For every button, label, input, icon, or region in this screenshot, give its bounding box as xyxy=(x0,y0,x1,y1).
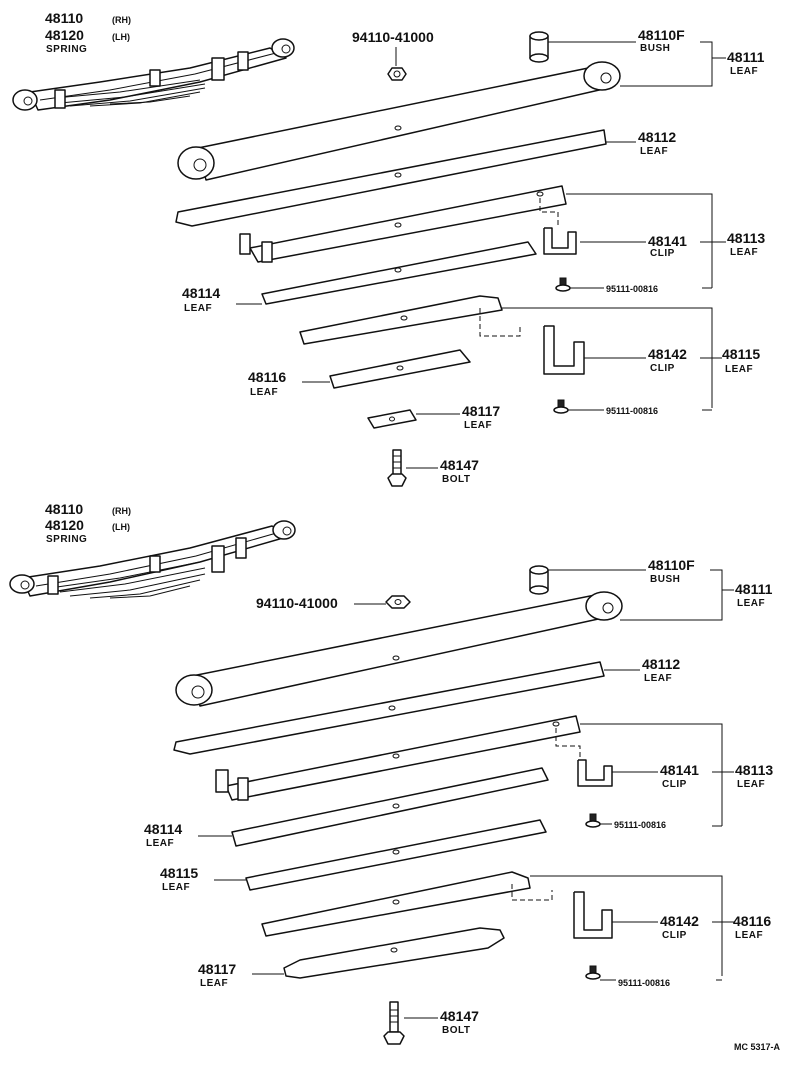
top-leaf7-desc: LEAF xyxy=(464,420,492,431)
top-spring-assembly-illustration xyxy=(12,38,295,111)
top-leaf6-desc: LEAF xyxy=(250,387,278,398)
top-rivet2-icon xyxy=(553,399,569,414)
bottom-leaf2-number: 48112 xyxy=(642,656,680,672)
bottom-leaf4-number: 48114 xyxy=(144,821,182,837)
top-clip1-desc: CLIP xyxy=(650,248,675,259)
bottom-spring-lh-number: 48120 xyxy=(45,517,84,533)
top-spring-desc: SPRING xyxy=(46,44,87,55)
top-leaf6-number: 48116 xyxy=(248,369,286,385)
top-leaf1-number: 48111 xyxy=(727,49,765,65)
bottom-spring-rh-tag: (RH) xyxy=(112,506,131,516)
bottom-bush-icon xyxy=(529,565,549,595)
top-leaf-48115-icon xyxy=(299,295,503,345)
top-clip2-number: 48142 xyxy=(648,346,687,362)
bottom-bolt-number: 48147 xyxy=(440,1008,479,1024)
top-spring-rh-tag: (RH) xyxy=(112,15,131,25)
top-assembly: 48110 (RH) 48120 (LH) SPRING 94110-41000… xyxy=(12,10,765,487)
bottom-rivet1-icon xyxy=(585,813,601,828)
bottom-clip1-desc: CLIP xyxy=(662,779,687,790)
bottom-bush-desc: BUSH xyxy=(650,574,680,585)
top-bolt-number: 48147 xyxy=(440,457,479,473)
bottom-leaf4-desc: LEAF xyxy=(146,838,174,849)
top-clip2-desc: CLIP xyxy=(650,363,675,374)
bottom-leaf-48113-icon xyxy=(215,715,581,801)
top-leaf-48112-icon xyxy=(175,129,607,227)
bottom-clip-48141-icon xyxy=(577,759,613,787)
bottom-leaf7-number: 48117 xyxy=(198,961,236,977)
bottom-rivet1-number: 95111-00816 xyxy=(614,820,666,830)
bottom-leaf3-number: 48113 xyxy=(735,762,773,778)
bottom-leaf-48115-icon xyxy=(245,819,547,891)
top-bush-number: 48110F xyxy=(638,27,685,43)
bottom-clip2-desc: CLIP xyxy=(662,930,687,941)
bottom-bolt-desc: BOLT xyxy=(442,1025,470,1036)
bottom-leaf5-desc: LEAF xyxy=(162,882,190,893)
bottom-bolt-icon xyxy=(383,1001,405,1045)
bottom-clip-48142-icon xyxy=(573,891,613,939)
top-leaf4-desc: LEAF xyxy=(184,303,212,314)
top-bolt-icon xyxy=(387,449,407,487)
top-spring-rh-number: 48110 xyxy=(45,10,83,26)
bottom-rivet2-number: 95111-00816 xyxy=(618,978,670,988)
bottom-clip2-number: 48142 xyxy=(660,913,699,929)
bottom-bush-number: 48110F xyxy=(648,557,695,573)
bottom-leaf-48111-icon xyxy=(175,591,623,707)
bottom-spring-desc: SPRING xyxy=(46,534,87,545)
top-leaf2-number: 48112 xyxy=(638,129,676,145)
top-bolt-desc: BOLT xyxy=(442,474,470,485)
bottom-spring-rh-number: 48110 xyxy=(45,501,83,517)
top-leaf5-desc: LEAF xyxy=(725,364,753,375)
top-leaf1-desc: LEAF xyxy=(730,66,758,77)
top-bush-icon xyxy=(529,31,549,63)
bottom-spring-assembly-illustration xyxy=(9,520,296,599)
top-leaf-48113-icon xyxy=(239,185,567,263)
bottom-leaf6-number: 48116 xyxy=(733,913,771,929)
top-spring-lh-number: 48120 xyxy=(45,27,84,43)
bottom-rivet2-icon xyxy=(585,965,601,980)
bottom-leaf6-desc: LEAF xyxy=(735,930,763,941)
top-nut-number: 94110-41000 xyxy=(352,29,434,45)
top-clip-48142-icon xyxy=(543,325,585,375)
bottom-leaf1-desc: LEAF xyxy=(737,598,765,609)
top-leaf3-number: 48113 xyxy=(727,230,765,246)
bottom-nut-number: 94110-41000 xyxy=(256,595,338,611)
bottom-leaf-48117-icon xyxy=(283,927,505,979)
top-rivet2-number: 95111-00816 xyxy=(606,406,658,416)
top-leaf2-desc: LEAF xyxy=(640,146,668,157)
bottom-assembly: 48110 (RH) 48120 (LH) SPRING 48110F BUSH… xyxy=(9,501,773,1045)
bottom-spring-lh-tag: (LH) xyxy=(112,522,130,532)
bottom-leaf2-desc: LEAF xyxy=(644,673,672,684)
bottom-leaf-48114-icon xyxy=(231,767,549,847)
bottom-leaf5-number: 48115 xyxy=(160,865,198,881)
top-spring-lh-tag: (LH) xyxy=(112,32,130,42)
top-rivet1-number: 95111-00816 xyxy=(606,284,658,294)
bottom-clip1-number: 48141 xyxy=(660,762,699,778)
top-bush-desc: BUSH xyxy=(640,43,670,54)
top-clip-48141-icon xyxy=(543,227,577,255)
bottom-leaf3-desc: LEAF xyxy=(737,779,765,790)
top-leaf3-desc: LEAF xyxy=(730,247,758,258)
top-clip1-number: 48141 xyxy=(648,233,687,249)
top-leaf7-number: 48117 xyxy=(462,403,500,419)
top-leaf-48114-icon xyxy=(261,241,537,305)
top-leaf5-number: 48115 xyxy=(722,346,760,362)
top-leaf4-number: 48114 xyxy=(182,285,220,301)
bottom-leaf7-desc: LEAF xyxy=(200,978,228,989)
top-rivet1-icon xyxy=(555,277,571,292)
bottom-leaf1-number: 48111 xyxy=(735,581,773,597)
top-leaf-48111-icon xyxy=(177,61,621,181)
figure-code: MC 5317-A xyxy=(734,1042,781,1052)
